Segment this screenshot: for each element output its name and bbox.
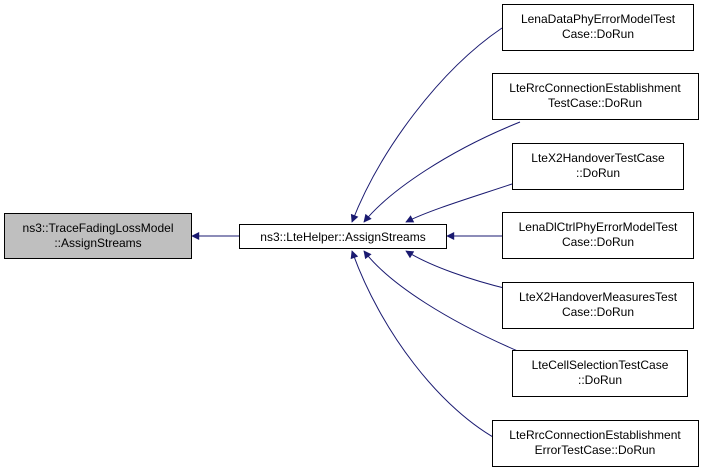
node-label-line: ::AssignStreams xyxy=(54,236,141,250)
node-label-line: ::DoRun xyxy=(576,166,620,180)
node-label-line: LteRrcConnectionEstablishment xyxy=(509,81,681,95)
edge-caller2-to-helper xyxy=(363,121,521,223)
edge-caller1-to-helper xyxy=(350,27,503,223)
node-label-line: LteCellSelectionTestCase xyxy=(532,358,669,372)
node-label-line: LteRrcConnectionEstablishment xyxy=(509,428,681,442)
node-label-line: Case::DoRun xyxy=(562,305,634,319)
edge-caller6-to-helper xyxy=(363,250,521,353)
node-trace-fading-loss-model-assign-streams[interactable]: ns3::TraceFadingLossModel ::AssignStream… xyxy=(4,213,192,259)
node-lena-dl-ctrl-phy-error-model-test-case-do-run[interactable]: LenaDlCtrlPhyErrorModelTest Case::DoRun xyxy=(502,212,694,259)
node-label-line: ns3::TraceFadingLossModel xyxy=(23,221,174,235)
node-label-line: LenaDlCtrlPhyErrorModelTest xyxy=(519,220,678,234)
node-label-line: ErrorTestCase::DoRun xyxy=(535,443,656,457)
node-lte-x2-handover-measures-test-case-do-run[interactable]: LteX2HandoverMeasuresTest Case::DoRun xyxy=(502,282,694,329)
node-lte-helper-assign-streams[interactable]: ns3::LteHelper::AssignStreams xyxy=(239,224,447,249)
edge-caller7-to-helper xyxy=(350,250,503,443)
edge-caller5-to-helper xyxy=(405,250,513,291)
node-lena-data-phy-error-model-test-case-do-run[interactable]: LenaDataPhyErrorModelTest Case::DoRun xyxy=(502,4,694,51)
node-label-line: ::DoRun xyxy=(578,373,622,387)
node-label-line: ns3::LteHelper::AssignStreams xyxy=(260,230,425,244)
node-lte-rrc-connection-establishment-test-case-do-run[interactable]: LteRrcConnectionEstablishment TestCase::… xyxy=(492,73,699,120)
node-label-line: TestCase::DoRun xyxy=(548,96,642,110)
node-label-line: Case::DoRun xyxy=(562,235,634,249)
edge-caller3-to-helper xyxy=(405,183,513,223)
node-label-line: LteX2HandoverMeasuresTest xyxy=(519,290,678,304)
node-label-line: LenaDataPhyErrorModelTest xyxy=(521,12,676,26)
node-lte-x2-handover-test-case-do-run[interactable]: LteX2HandoverTestCase ::DoRun xyxy=(512,143,684,190)
node-lte-rrc-connection-establishment-error-test-case-do-run[interactable]: LteRrcConnectionEstablishment ErrorTestC… xyxy=(492,420,699,467)
edges xyxy=(191,27,521,443)
node-label-line: LteX2HandoverTestCase xyxy=(531,151,665,165)
node-label-line: Case::DoRun xyxy=(562,27,634,41)
node-lte-cell-selection-test-case-do-run[interactable]: LteCellSelectionTestCase ::DoRun xyxy=(512,350,688,397)
